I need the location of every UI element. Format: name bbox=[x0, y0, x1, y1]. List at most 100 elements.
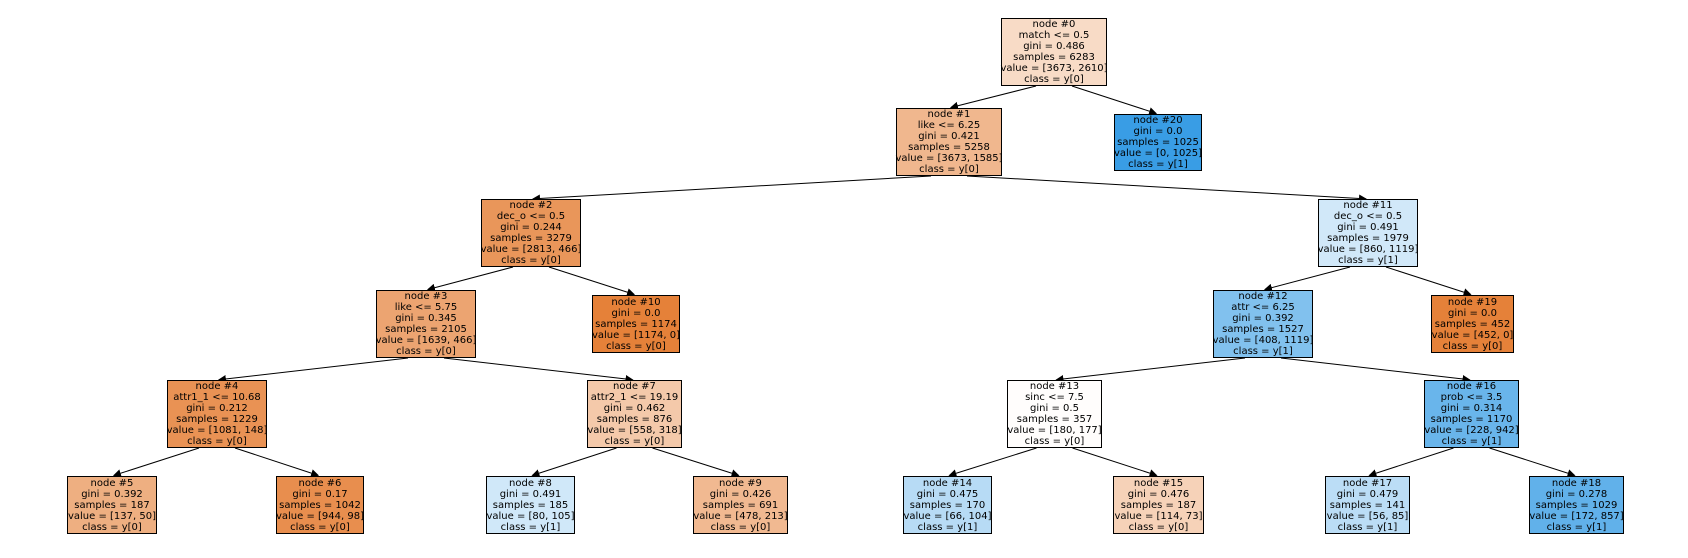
node-text-line: value = [944, 98] bbox=[275, 510, 365, 522]
node-text-line: value = [860, 1119] bbox=[1317, 244, 1419, 255]
node-text-line: class = y[0] bbox=[606, 340, 666, 352]
node-text-line: samples = 1042 bbox=[279, 499, 361, 511]
node-text-line: gini = 0.212 bbox=[186, 403, 248, 414]
node-text-line: class = y[0] bbox=[187, 436, 247, 447]
node-text-line: samples = 876 bbox=[596, 414, 673, 425]
node-text-line: gini = 0.0 bbox=[611, 307, 661, 319]
node-text-line: node #10 bbox=[611, 296, 661, 308]
node-text-line: samples = 6283 bbox=[1013, 52, 1095, 63]
node-text-line: like <= 5.75 bbox=[394, 302, 458, 313]
node-text-line: node #6 bbox=[298, 477, 342, 489]
node-text-line: node #3 bbox=[404, 291, 448, 302]
node-text-line: samples = 185 bbox=[492, 499, 569, 511]
node-text-line: value = [172, 857] bbox=[1529, 510, 1624, 522]
node-text-line: gini = 0.0 bbox=[1133, 126, 1183, 137]
node-text-line: value = [408, 1119] bbox=[1212, 335, 1314, 346]
node-text-line: node #14 bbox=[922, 477, 973, 489]
node-text-line: samples = 1170 bbox=[1430, 414, 1513, 425]
node-text-line: value = [180, 177] bbox=[1007, 425, 1102, 436]
node-text-line: value = [558, 318] bbox=[587, 425, 682, 436]
node-text-line: class = y[1] bbox=[1546, 521, 1607, 533]
node-text-line: samples = 452 bbox=[1434, 318, 1511, 330]
node-text-line: class = y[0] bbox=[710, 521, 771, 533]
edge-node0-node20 bbox=[1071, 85, 1158, 116]
node-text-line: class = y[1] bbox=[1441, 436, 1502, 447]
node-text-line: node #2 bbox=[509, 200, 553, 211]
node-text-line: gini = 0.421 bbox=[918, 131, 980, 142]
edge-node13-node14 bbox=[948, 447, 1037, 478]
node-text-line: match <= 0.5 bbox=[1018, 30, 1090, 41]
node-text-line: class = y[0] bbox=[1024, 74, 1084, 85]
node-text-line: samples = 357 bbox=[1016, 414, 1093, 425]
edge-node3-node7 bbox=[443, 357, 634, 383]
edge-node1-node2 bbox=[531, 175, 932, 203]
node-text-line: samples = 1979 bbox=[1327, 233, 1409, 244]
node-text-line: class = y[0] bbox=[290, 521, 350, 533]
node-text-line: class = y[0] bbox=[604, 436, 665, 447]
node-text-line: gini = 0.314 bbox=[1440, 403, 1503, 414]
node-text-line: node #5 bbox=[90, 477, 134, 489]
edge-node0-node1 bbox=[949, 85, 1037, 110]
node-text-line: value = [0, 1025] bbox=[1113, 148, 1203, 159]
node-text-line: node #15 bbox=[1133, 477, 1184, 489]
node-text-line: like <= 6.25 bbox=[917, 120, 981, 131]
node-text-line: value = [478, 213] bbox=[693, 510, 788, 522]
edge-node12-node16 bbox=[1280, 357, 1471, 383]
node-text-line: samples = 1229 bbox=[176, 414, 258, 425]
edge-node2-node10 bbox=[548, 266, 636, 297]
node-text-line: samples = 187 bbox=[1120, 499, 1197, 511]
node-text-line: value = [2813, 466] bbox=[480, 244, 582, 255]
node-text-line: dec_o <= 0.5 bbox=[496, 211, 566, 222]
edge-node7-node9 bbox=[652, 447, 740, 478]
node-text-line: value = [137, 50] bbox=[67, 510, 157, 522]
node-text-line: class = y[0] bbox=[501, 255, 561, 266]
node-text-line: sinc <= 7.5 bbox=[1025, 392, 1084, 403]
node-text-line: class = y[0] bbox=[1128, 521, 1189, 533]
node-text-line: gini = 0.491 bbox=[1337, 222, 1399, 233]
node-text-line: node #1 bbox=[927, 109, 971, 120]
edge-node12-node13 bbox=[1055, 357, 1246, 383]
edge-node16-node17 bbox=[1368, 447, 1454, 478]
node-text-line: samples = 2105 bbox=[385, 324, 467, 335]
node-text-line: node #20 bbox=[1133, 115, 1183, 126]
edge-node1-node11 bbox=[966, 175, 1368, 203]
node-text-line: attr1_1 <= 10.68 bbox=[173, 392, 261, 403]
node-text-line: samples = 1527 bbox=[1222, 324, 1304, 335]
node-text-line: gini = 0.426 bbox=[709, 488, 772, 500]
node-text-line: gini = 0.475 bbox=[916, 488, 979, 500]
node-text-line: node #0 bbox=[1032, 19, 1076, 30]
node-text-line: value = [1174, 0] bbox=[591, 329, 681, 341]
node-text-line: class = y[1] bbox=[1128, 159, 1188, 170]
node-text-line: gini = 0.479 bbox=[1336, 488, 1399, 500]
node-text-line: node #13 bbox=[1029, 381, 1080, 392]
node-text-line: class = y[0] bbox=[919, 164, 979, 175]
edge-node13-node15 bbox=[1072, 447, 1158, 478]
node-text-line: node #12 bbox=[1238, 291, 1288, 302]
node-text-line: gini = 0.491 bbox=[499, 488, 562, 500]
edge-node2-node3 bbox=[426, 266, 514, 292]
node-text-line: gini = 0.0 bbox=[1448, 307, 1497, 319]
node-text-line: gini = 0.392 bbox=[1232, 313, 1294, 324]
node-text-line: class = y[0] bbox=[396, 346, 456, 357]
node-text-line: gini = 0.345 bbox=[395, 313, 457, 324]
node-text-line: node #4 bbox=[195, 381, 239, 392]
node-text-line: samples = 1174 bbox=[595, 318, 677, 330]
node-text-line: value = [80, 105] bbox=[486, 510, 575, 522]
node-text-line: prob <= 3.5 bbox=[1440, 392, 1503, 403]
node-text-line: class = y[1] bbox=[500, 521, 561, 533]
